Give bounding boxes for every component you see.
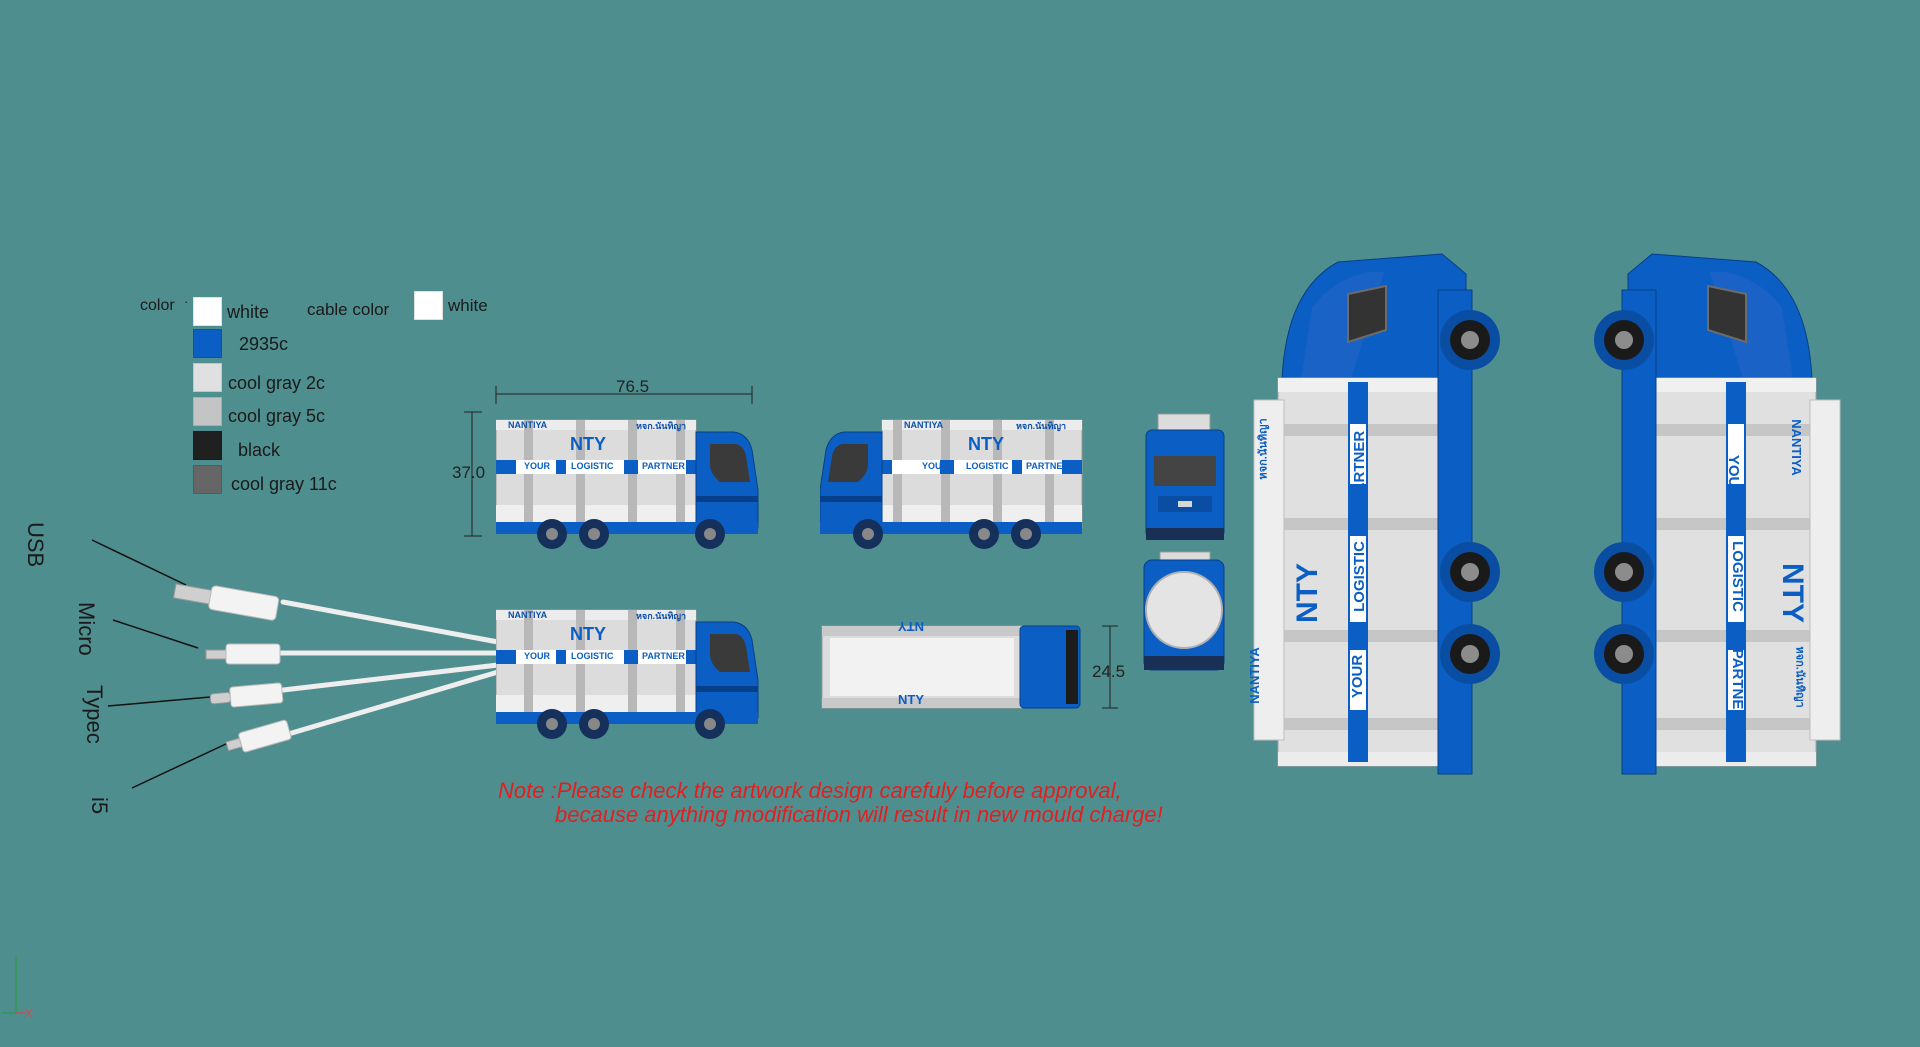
swatch-cool-gray-2c <box>193 363 222 392</box>
truck-word-your: YOUR <box>1725 454 1743 499</box>
truck-word-logistic: LOGISTIC <box>966 461 1009 471</box>
truck-word-logistic: LOGISTIC <box>571 651 614 661</box>
dimension-width: 24.5 <box>1092 662 1126 681</box>
truck-logo-text: NTY <box>898 619 924 634</box>
truck-word-partner: PARTNER <box>642 461 685 471</box>
truck-brand-text: NANTIYA <box>904 420 944 430</box>
truck-thai-text: หจก.นันทิญา <box>636 611 687 621</box>
truck-word-partner: PARTNER <box>1026 461 1069 471</box>
dimension-height: 37.0 <box>452 463 486 482</box>
cable-color-title: cable color <box>307 300 390 319</box>
width-dimension-line <box>1102 625 1118 709</box>
truck-word-logistic: LOGISTIC <box>1350 541 1368 612</box>
swatch-label: cool gray 2c <box>228 373 326 393</box>
truck-logo-text: NTY <box>1776 563 1809 623</box>
truck-word-partner: PARTNER <box>1351 430 1369 503</box>
swatch-white <box>193 297 222 326</box>
truck-brand-text: NANTIYA <box>1246 647 1262 704</box>
dimension-lines <box>464 386 753 537</box>
swatch-label: white <box>227 302 270 322</box>
truck-word-your: YOUR <box>524 651 551 661</box>
swatch-label: black <box>238 440 281 460</box>
truck-logo-text: NTY <box>968 434 1004 454</box>
truck-word-partner: PARTNER <box>1729 648 1747 721</box>
truck-brand-text: NANTIYA <box>508 420 548 430</box>
color-legend-title: color <box>140 297 175 314</box>
truck-vertical-view-a: NANTIYA หจก.นันทิญา NTY YOUR LOGISTIC PA… <box>1247 250 1512 780</box>
truck-word-logistic: LOGISTIC <box>571 461 614 471</box>
approval-note-line2: because anything modification will resul… <box>555 802 1163 827</box>
truck-side-view-cable: NANTIYA หจก.นันทิญา NTY YOUR LOGISTIC PA… <box>495 600 766 740</box>
truck-side-view-left: NANTIYA หจก.นันทิญา NTY YOUR LOGISTIC PA… <box>819 410 1090 550</box>
swatch-label: cool gray 11c <box>231 474 337 494</box>
truck-logo-text: NTY <box>570 624 606 644</box>
axis-x-label: X <box>24 1005 34 1021</box>
truck-vertical-view-b: NANTIYA หจก.นันทิญา NTY YOUR LOGISTIC PA… <box>1590 250 1850 780</box>
truck-word-logistic: LOGISTIC <box>1728 541 1746 612</box>
truck-thai-text: หจก.นันทิญา <box>1257 418 1270 480</box>
truck-logo-text: NTY <box>898 692 924 707</box>
truck-logo-text: NTY <box>570 434 606 454</box>
swatch-cool-gray-5c <box>193 397 222 426</box>
truck-thai-text: หจก.นันทิญา <box>1793 646 1806 708</box>
truck-rear-view <box>1143 551 1225 671</box>
swatch-cool-gray-11c <box>193 465 222 494</box>
swatch-label: white <box>448 296 488 315</box>
swatch-label: 2935c <box>239 334 289 354</box>
truck-front-view <box>1145 413 1225 540</box>
truck-brand-text: NANTIYA <box>508 610 548 620</box>
truck-top-view: NTY NTY <box>820 619 1085 712</box>
truck-word-your: YOUR <box>524 461 551 471</box>
swatch-2935c <box>193 329 222 358</box>
truck-brand-text: NANTIYA <box>1788 419 1804 476</box>
swatch-black <box>193 431 222 460</box>
truck-word-your: YOUR <box>922 461 949 471</box>
truck-word-your: YOUR <box>1349 654 1367 699</box>
swatch-cable-white <box>414 291 443 320</box>
truck-side-view-right: NANTIYA หจก.นันทิญา NTY YOUR LOGISTIC PA… <box>495 410 766 550</box>
approval-note-line1: Note :Please check the artwork design ca… <box>498 778 1122 803</box>
truck-word-partner: PARTNER <box>642 651 685 661</box>
dimension-length: 76.5 <box>616 377 650 396</box>
truck-thai-text: หจก.นันทิญา <box>636 421 687 431</box>
swatch-label: cool gray 5c <box>228 406 326 426</box>
truck-logo-text: NTY <box>1291 563 1324 623</box>
truck-thai-text: หจก.นันทิญา <box>1016 421 1067 431</box>
